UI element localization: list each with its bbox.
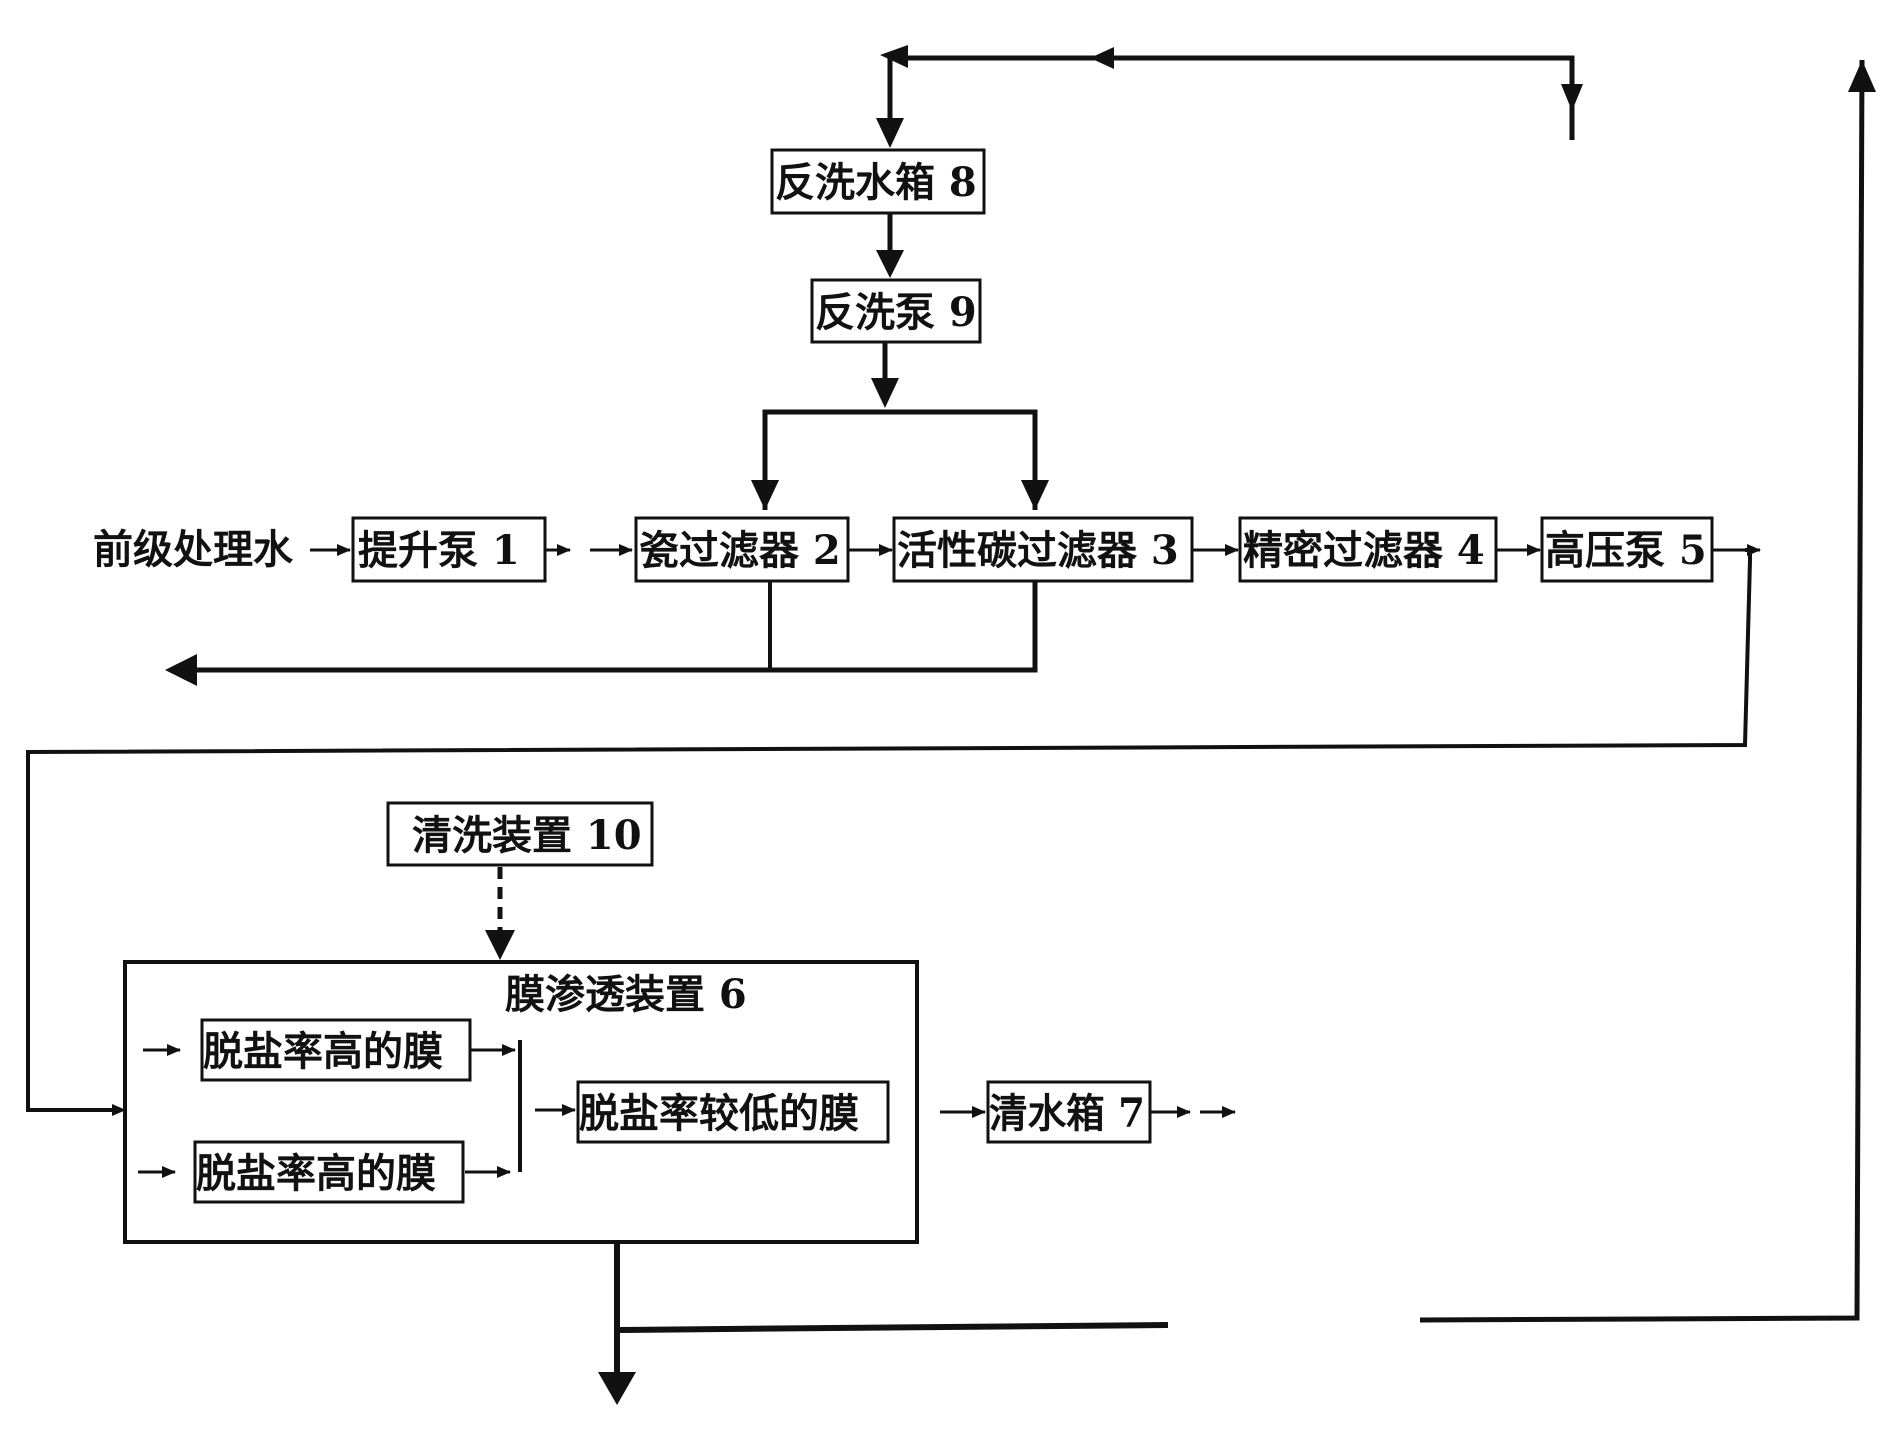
ceramic-filter-label: 瓷过滤器 2 (639, 527, 841, 574)
carbon-filter-node: 活性碳过滤器 3 (892, 516, 1194, 583)
flow-cleaning-to-membrane (485, 867, 515, 960)
feed-water-label: 前级处理水 (93, 526, 294, 573)
flow-pump9-to-filters (751, 342, 1049, 510)
backwash-return-loop (876, 45, 1583, 148)
membrane-device-label: 膜渗透装置 6 (505, 971, 747, 1018)
flow-tank8-to-pump9 (876, 213, 904, 278)
backwash-tank-label: 反洗水箱 8 (775, 159, 977, 206)
ceramic-filter-node: 瓷过滤器 2 (634, 516, 850, 583)
flow-pump5-to-membrane (26, 548, 1752, 1116)
carbon-filter-label: 活性碳过滤器 3 (897, 527, 1179, 574)
high-rejection-membrane-1-node: 脱盐率高的膜 (200, 1018, 472, 1082)
high-pressure-pump-label: 高压泵 5 (1545, 527, 1707, 574)
low-rejection-membrane-label: 脱盐率较低的膜 (579, 1090, 859, 1137)
concentrate-outflow (598, 59, 1876, 1405)
membrane-device-node: 膜渗透装置 6 (123, 960, 919, 1244)
cleaning-device-label: 清洗装置 10 (412, 812, 642, 859)
cleaning-device-node: 清洗装置 10 (386, 801, 654, 867)
backwash-tank-node: 反洗水箱 8 (770, 148, 986, 215)
clean-water-tank-label: 清水箱 7 (989, 1090, 1145, 1137)
backwash-pump-node: 反洗泵 9 (810, 278, 982, 344)
membrane-internal-flows (138, 1040, 576, 1178)
lift-pump-label: 提升泵 1 (358, 527, 520, 574)
precision-filter-label: 精密过滤器 4 (1243, 527, 1485, 574)
backwash-drain (165, 580, 1038, 686)
lift-pump-node: 提升泵 1 (351, 516, 547, 583)
high-rejection-membrane-1-label: 脱盐率高的膜 (203, 1028, 443, 1075)
high-pressure-pump-node: 高压泵 5 (1540, 516, 1714, 583)
clean-water-tank-node: 清水箱 7 (986, 1080, 1152, 1144)
low-rejection-membrane-node: 脱盐率较低的膜 (576, 1080, 890, 1144)
backwash-pump-label: 反洗泵 9 (815, 289, 977, 336)
precision-filter-node: 精密过滤器 4 (1238, 516, 1498, 583)
high-rejection-membrane-2-label: 脱盐率高的膜 (196, 1150, 436, 1197)
high-rejection-membrane-2-node: 脱盐率高的膜 (193, 1140, 465, 1204)
